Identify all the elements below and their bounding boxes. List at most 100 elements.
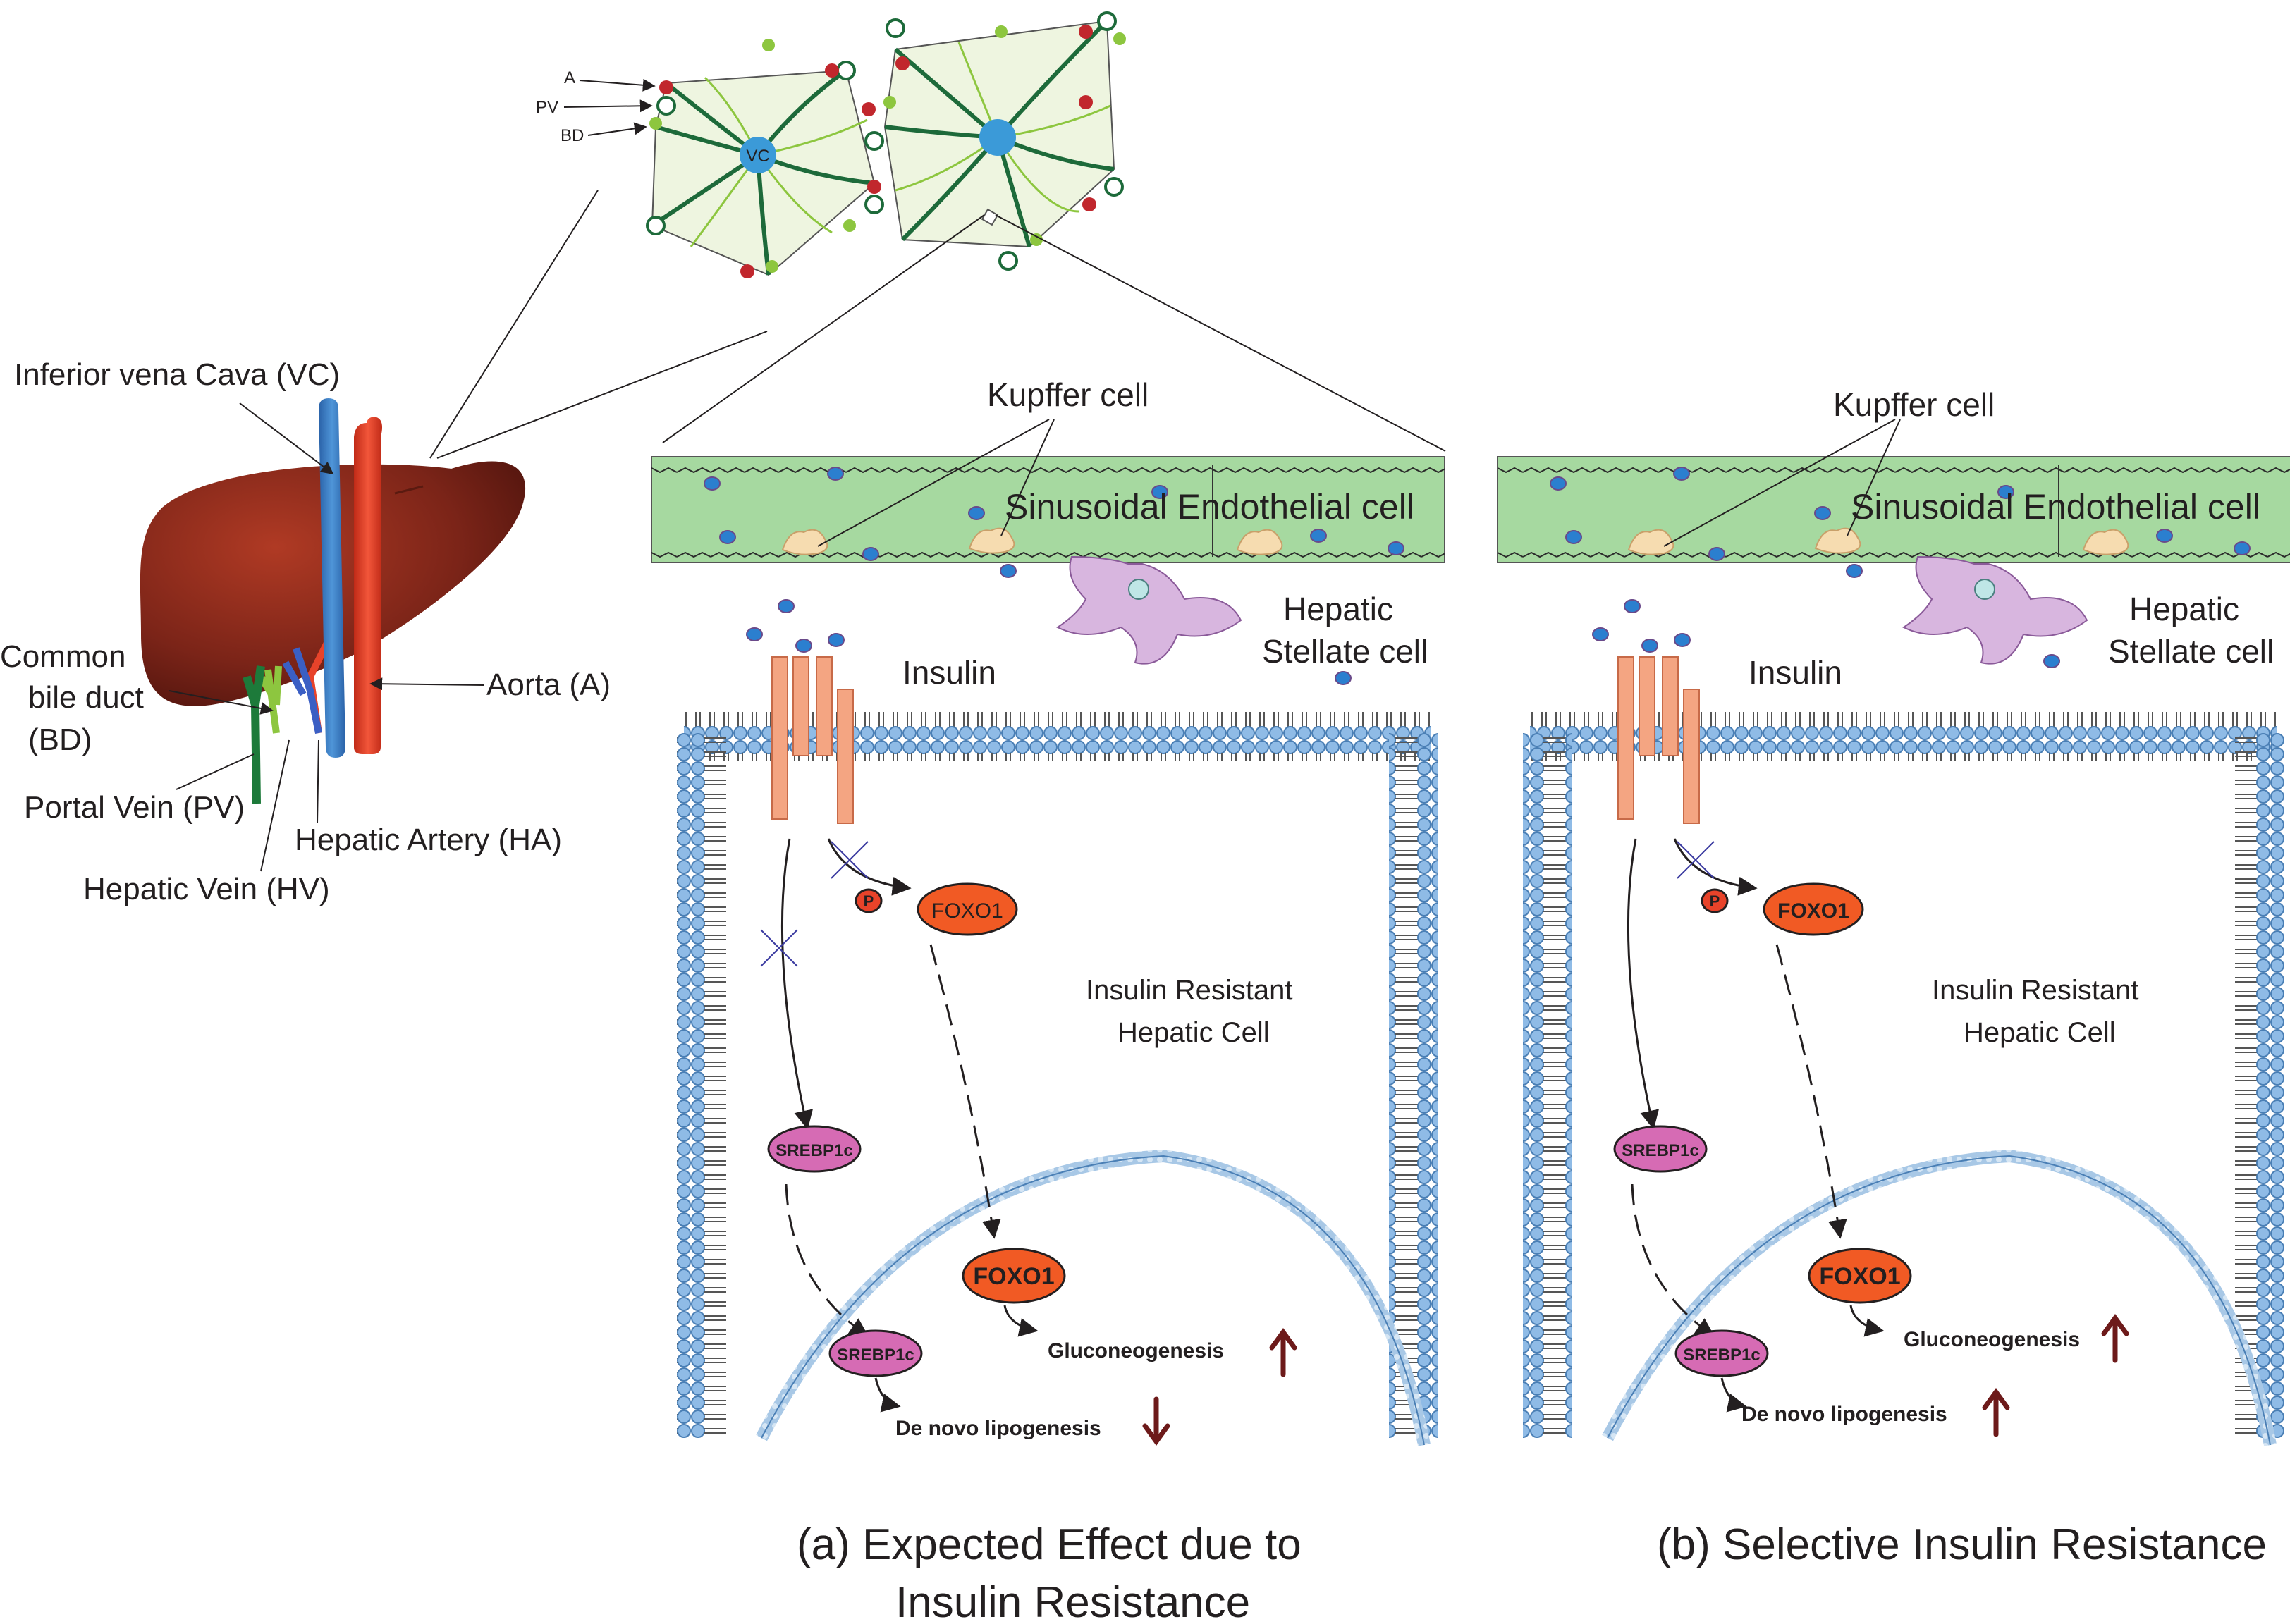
caption-b: (b) Selective Insulin Resistance <box>1657 1520 2267 1569</box>
label-aorta: Aorta (A) <box>486 668 611 702</box>
cell-membrane-right <box>1389 733 1438 1438</box>
gluconeogenesis-up-arrow <box>1269 1328 1297 1377</box>
gluconeogenesis-label: Gluconeogenesis <box>1904 1328 2080 1351</box>
caption-a-line2: Insulin Resistance <box>895 1578 1250 1624</box>
kupffer-cell <box>2082 529 2129 555</box>
foxo1-nucleus-label: FOXO1 <box>1819 1263 1900 1290</box>
label-pv: PV <box>536 98 558 117</box>
hepatic-vein-vessel <box>282 647 322 734</box>
aorta-vessel <box>354 417 382 754</box>
insulin-receptor <box>1683 689 1700 824</box>
label-bile-duct-2: bile duct <box>28 680 144 715</box>
lipogenesis-down-arrow <box>1142 1396 1170 1446</box>
gluconeogenesis-label: Gluconeogenesis <box>1048 1339 1224 1362</box>
phospho-label: P <box>1710 892 1720 910</box>
foxo1-nucleus-oval <box>962 1248 1066 1304</box>
stellate-label-1: Hepatic <box>1283 591 1393 627</box>
srebp1c-nucleus-oval <box>1674 1329 1769 1377</box>
insulin-receptor <box>1662 656 1679 756</box>
cell-membrane-left <box>677 733 726 1438</box>
endothelium-top <box>1498 461 2290 475</box>
sinusoidal-label: Sinusoidal Endothelial cell <box>1851 487 2260 527</box>
insulin-receptor <box>837 689 854 824</box>
cell-type-label-1: Insulin Resistant <box>1932 975 2138 1006</box>
insulin-receptor <box>771 656 788 820</box>
srebp1c-cytoplasm-label: SREBP1c <box>1622 1141 1698 1160</box>
insulin-molecule <box>862 547 879 561</box>
insulin-molecule <box>827 467 844 481</box>
insulin-molecule <box>1388 541 1404 555</box>
insulin-label: Insulin <box>902 654 996 691</box>
insulin-receptor <box>816 656 833 756</box>
foxo1-nucleus-label: FOXO1 <box>973 1263 1054 1290</box>
label-a: A <box>564 68 575 87</box>
insulin-molecule <box>1310 529 1327 543</box>
lipogenesis-label: De novo lipogenesis <box>895 1417 1101 1440</box>
insulin-molecule <box>1592 627 1609 641</box>
insulin-molecule <box>719 530 736 544</box>
insulin-molecule <box>2234 541 2251 555</box>
foxo1-cytoplasm-oval <box>917 882 1018 936</box>
insulin-molecule <box>1335 671 1352 685</box>
cell-membrane-right <box>2235 733 2284 1438</box>
phospho-badge <box>855 888 883 914</box>
cell-type-label-1: Insulin Resistant <box>1086 975 1292 1006</box>
kupffer-cell <box>1236 529 1283 555</box>
stellate-label-1: Hepatic <box>2129 591 2239 627</box>
label-vc: VC <box>746 147 769 166</box>
stellate-label-2: Stellate cell <box>2108 633 2274 670</box>
insulin-molecule <box>828 633 845 647</box>
endothelium-top <box>651 461 1445 475</box>
insulin-molecule <box>778 599 795 613</box>
insulin-molecule <box>795 639 812 653</box>
stellate-cell <box>1902 555 2088 665</box>
cell-type-label-2: Hepatic Cell <box>1964 1017 2116 1048</box>
srebp1c-nucleus-label: SREBP1c <box>1683 1346 1760 1365</box>
foxo1-cytoplasm-label: FOXO1 <box>931 899 1003 923</box>
kupffer-cell-label: Kupffer cell <box>987 376 1149 413</box>
foxo1-cytoplasm-oval <box>1763 882 1864 936</box>
stellate-label-2: Stellate cell <box>1262 633 1428 670</box>
insulin-molecule <box>1708 547 1725 561</box>
lipogenesis-up-arrow <box>1982 1388 2010 1437</box>
kupffer-cell <box>1627 529 1674 555</box>
sinusoidal-label: Sinusoidal Endothelial cell <box>1005 487 1414 527</box>
block-mark <box>1677 841 1715 879</box>
insulin-molecule <box>1550 476 1567 491</box>
insulin-molecule <box>1641 639 1658 653</box>
phospho-label: P <box>864 892 874 910</box>
caption-a-line1: (a) Expected Effect due to <box>797 1520 1302 1569</box>
nucleus-membrane <box>756 1149 1431 1446</box>
block-mark <box>831 841 869 879</box>
hepatic-lobule: VC A PV BD <box>536 11 1446 452</box>
srebp1c-cytoplasm-label: SREBP1c <box>776 1141 852 1160</box>
portal-vein-vessel <box>243 665 265 804</box>
cell-membrane-left <box>1523 733 1572 1438</box>
label-portal-vein: Portal Vein (PV) <box>24 790 245 825</box>
insulin-molecule <box>2156 529 2173 543</box>
insulin-molecule <box>2043 654 2060 668</box>
insulin-molecule <box>704 476 721 491</box>
srebp1c-nucleus-oval <box>828 1329 923 1377</box>
insulin-molecule <box>1814 506 1831 520</box>
kupffer-cell <box>1814 527 1861 554</box>
block-mark <box>760 929 798 967</box>
insulin-receptor <box>1617 656 1634 820</box>
foxo1-nucleus-oval <box>1808 1248 1912 1304</box>
label-vena-cava: Inferior vena Cava (VC) <box>14 357 340 392</box>
phospho-badge <box>1701 888 1729 914</box>
label-hepatic-vein: Hepatic Vein (HV) <box>83 872 330 906</box>
insulin-molecule <box>1674 633 1691 647</box>
insulin-receptor <box>1639 656 1655 756</box>
central-vein-left <box>740 137 776 173</box>
label-bile-duct-1: Common <box>0 639 126 674</box>
central-vein-right <box>979 119 1016 156</box>
srebp1c-cytoplasm-oval <box>1613 1125 1708 1173</box>
endothelium-bottom <box>651 544 1445 558</box>
srebp1c-cytoplasm-oval <box>767 1125 862 1173</box>
endothelium-bottom <box>1498 544 2290 558</box>
srebp1c-nucleus-label: SREBP1c <box>837 1346 914 1365</box>
